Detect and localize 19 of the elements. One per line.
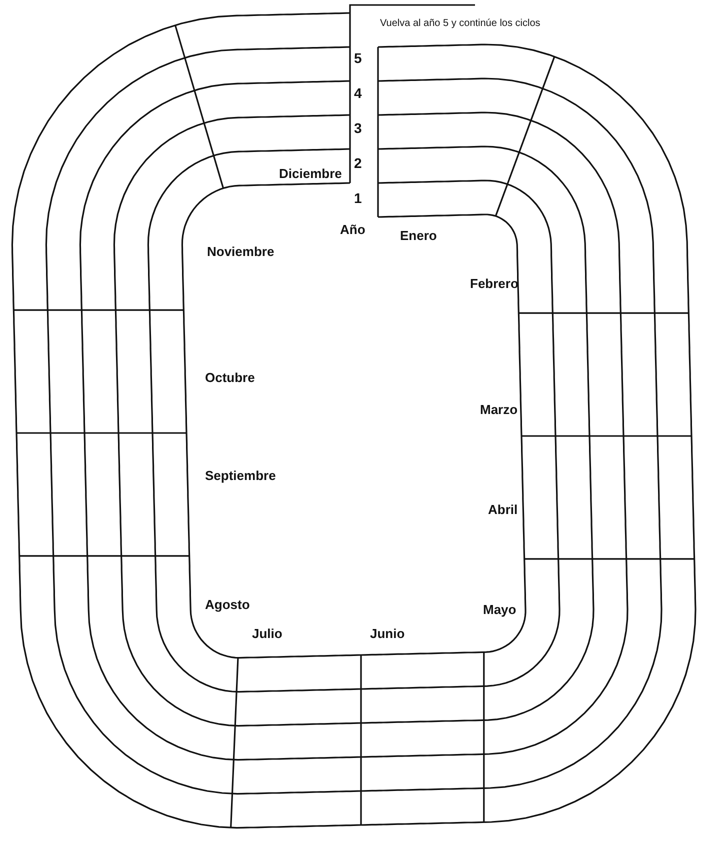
month-label: Mayo [483, 602, 516, 618]
month-label: Abril [488, 502, 518, 518]
month-label: Noviembre [207, 244, 274, 260]
year-number: 1 [354, 190, 362, 206]
month-label: Octubre [205, 370, 255, 386]
month-label: Junio [370, 626, 405, 642]
month-label: Julio [252, 626, 282, 642]
year-number: 5 [354, 50, 362, 66]
month-label: Agosto [205, 597, 250, 613]
axis-label: Año [340, 222, 366, 238]
year-number: 2 [354, 155, 362, 171]
month-label: Diciembre [279, 166, 342, 182]
month-label: Septiembre [205, 468, 276, 484]
month-label: Marzo [480, 402, 518, 418]
year-number: 3 [354, 120, 362, 136]
instruction-note: Vuelva al año 5 y continúe los ciclos [380, 17, 540, 31]
month-label: Febrero [470, 276, 518, 292]
year-number: 4 [354, 85, 362, 101]
month-label: Enero [400, 228, 437, 244]
